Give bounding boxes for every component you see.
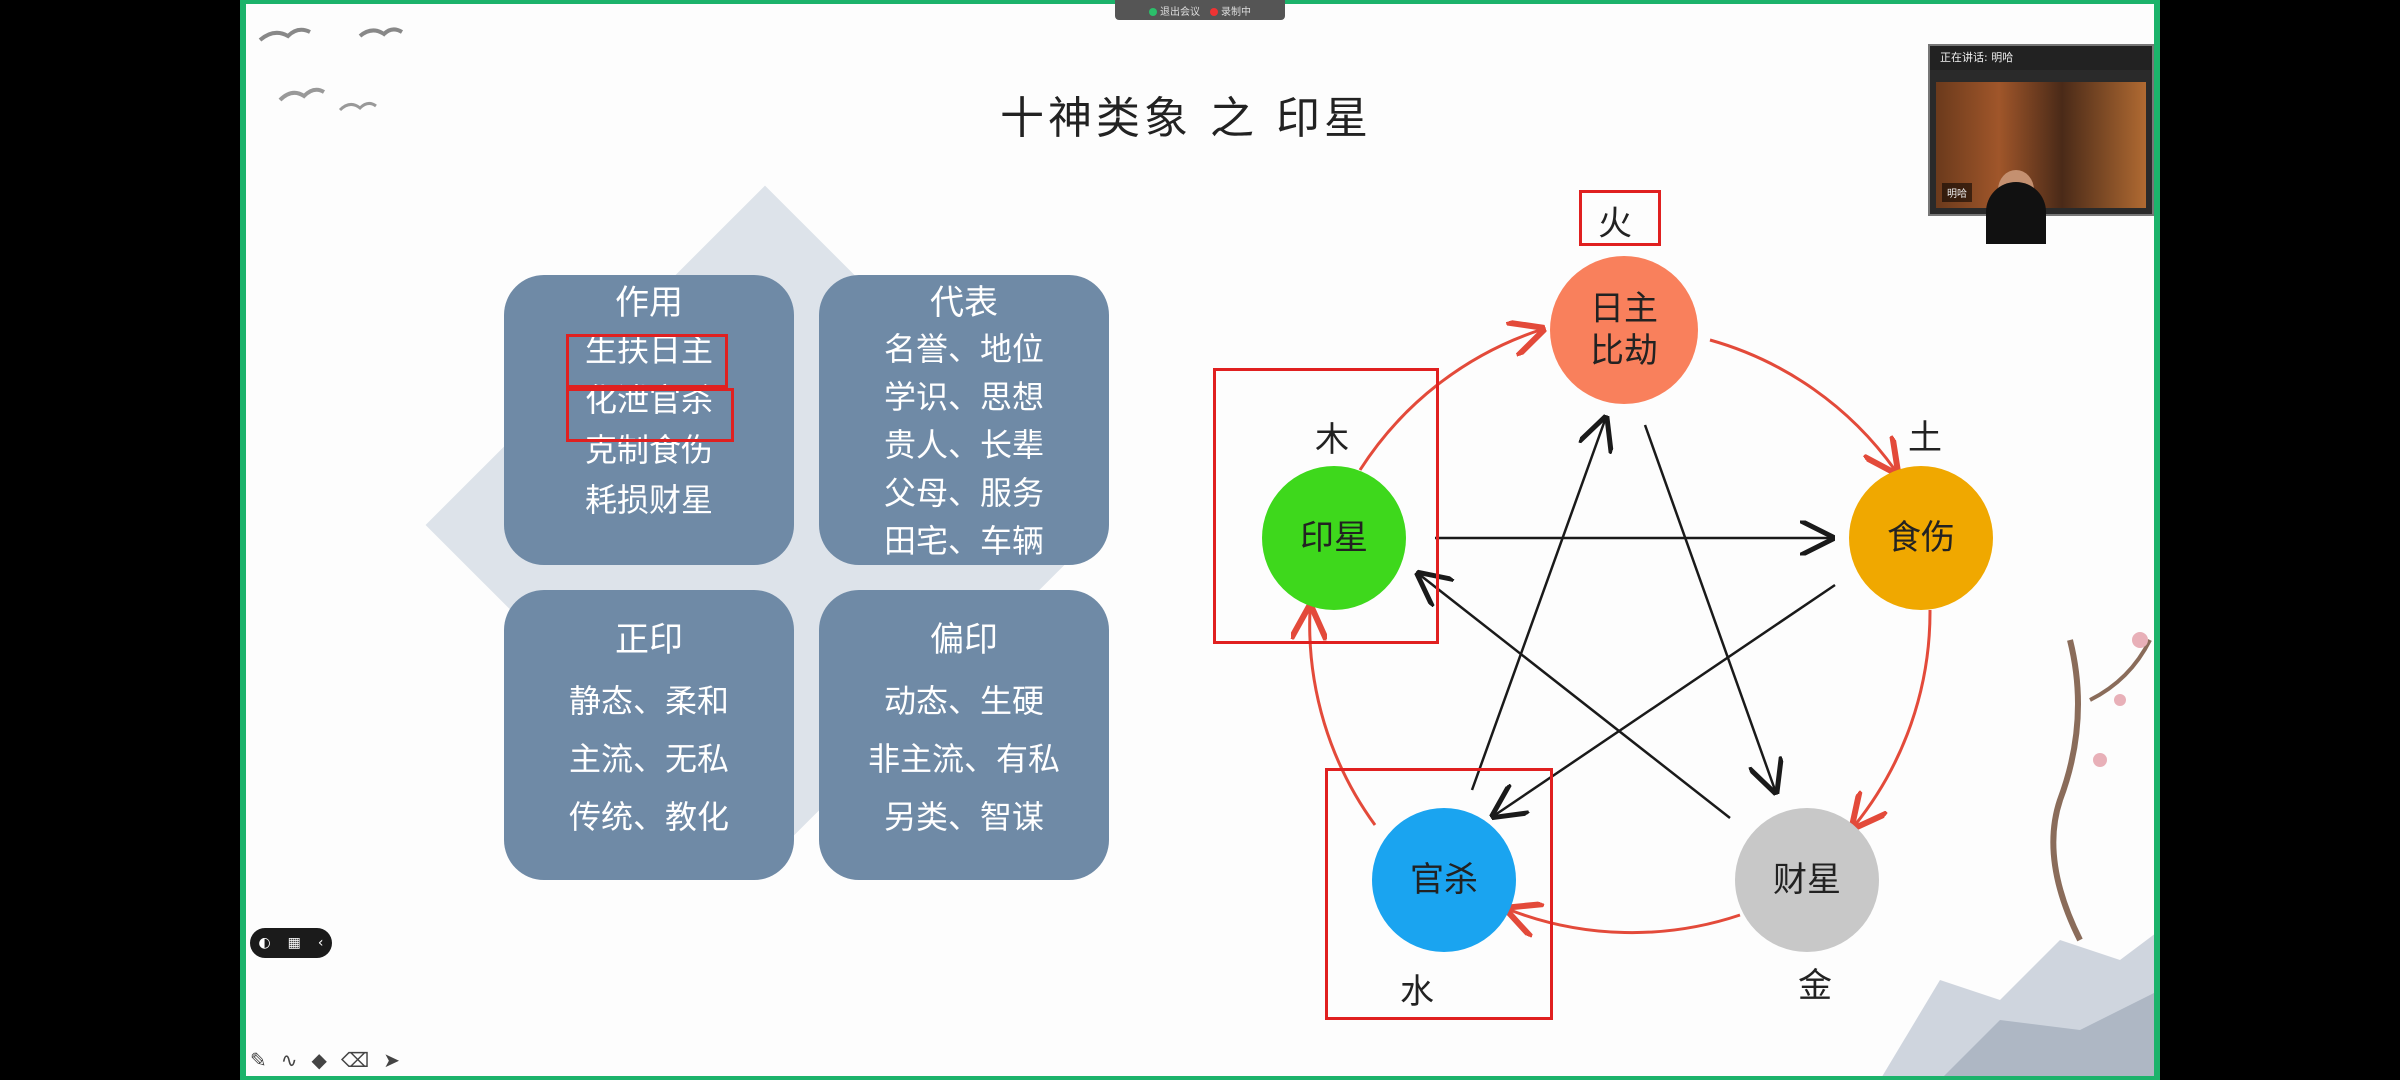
highlight-box-wood [1213, 368, 1439, 644]
quadrant-bottom-right: 偏印 动态、生硬 非主流、有私 另类、智谋 [819, 590, 1109, 880]
highlight-box [566, 388, 734, 442]
highlight-box-fire [1579, 190, 1661, 246]
recording-indicator[interactable]: 录制中 [1210, 3, 1251, 18]
landscape-decoration [1880, 632, 2160, 1080]
webcam-speaking-label: 正在讲话: 明哈 [1930, 46, 2152, 70]
quadrant-line: 父母、服务 [883, 474, 1044, 512]
quadrant-top-right: 代表 名誉、地位 学识、思想 贵人、长辈 父母、服务 田宅、车辆 [819, 275, 1109, 565]
quadrant-line: 耗损财星 [584, 481, 713, 519]
control-arrow [1643, 424, 1775, 790]
quadrant-line: 生扶日主 [584, 331, 713, 369]
quadrant-heading: 代表 [930, 283, 998, 323]
speaker-body [1986, 182, 2046, 244]
collapse-button[interactable]: ‹ [317, 935, 324, 951]
screen-share-border-bottom [240, 1076, 2160, 1080]
element-wood: 木 [1315, 420, 1349, 460]
slide-title: 十神类象 之 印星 [1000, 93, 1372, 144]
annotation-tools: ✎ ∿ ◆ ⌫ ➤ [250, 1048, 400, 1072]
cycle-arrow [1709, 338, 1895, 470]
generation-cycle [1310, 330, 1932, 933]
highlight-box [566, 334, 728, 388]
quadrant-line: 克制食伤 [584, 431, 713, 469]
node-label: 印星 [1300, 518, 1368, 558]
quadrant-heading: 正印 [615, 620, 683, 660]
control-star [1420, 420, 1836, 819]
birds-decoration [258, 27, 404, 112]
node-label: 食伤 [1887, 518, 1955, 558]
quadrant-line: 动态、生硬 [883, 682, 1044, 720]
quadrant-line: 非主流、有私 [867, 740, 1060, 778]
screen-share-border-right [2154, 0, 2160, 1080]
control-arrow [1470, 420, 1605, 791]
quadrant-top-left: 作用 生扶日主 化泄官杀 克制食伤 耗损财星 [504, 275, 794, 565]
quadrant-line: 静态、柔和 [568, 682, 729, 720]
node-yinxing: 印星 [1262, 466, 1406, 610]
shape-icon[interactable]: ◆ [311, 1048, 327, 1072]
recording-label: 录制中 [1221, 6, 1251, 18]
quadrant-line: 名誉、地位 [883, 330, 1044, 368]
node-guansha: 官杀 [1372, 808, 1516, 952]
node-label: 财星 [1773, 860, 1841, 900]
slide-toolbar[interactable]: ◐ ▦ ‹ [250, 928, 332, 958]
quadrant-line: 贵人、长辈 [883, 426, 1044, 464]
pointer-icon[interactable]: ◐ [258, 935, 271, 951]
curve-icon[interactable]: ∿ [280, 1048, 298, 1072]
element-metal: 金 [1798, 966, 1832, 1006]
webcam-video: 明哈 [1936, 82, 2146, 244]
node-shishang: 食伤 [1849, 466, 1993, 610]
highlight-box-water [1325, 768, 1553, 1020]
cycle-arrow [1510, 910, 1741, 933]
control-arrow [1420, 575, 1731, 819]
eraser-icon[interactable]: ⌫ [340, 1048, 370, 1072]
node-label: 日主 [1590, 289, 1658, 329]
slides-icon[interactable]: ▦ [287, 935, 301, 951]
node-rizhu: 日主 比劫 [1550, 256, 1698, 404]
cycle-arrow [1855, 609, 1932, 825]
quadrant-line: 主流、无私 [568, 740, 729, 778]
node-caixing: 财星 [1735, 808, 1879, 952]
pen-icon[interactable]: ✎ [250, 1048, 267, 1072]
recording-bar: 退出会议 录制中 [1115, 0, 1285, 20]
webcam-panel[interactable]: 正在讲话: 明哈 明哈 [1928, 44, 2154, 244]
node-label: 比劫 [1590, 331, 1658, 371]
quadrant-line: 另类、智谋 [883, 798, 1044, 836]
screen-share-border-left [240, 0, 246, 1080]
quadrant-line: 田宅、车辆 [883, 522, 1044, 560]
leave-meeting-label: 退出会议 [1160, 6, 1200, 18]
quadrant-bottom-left: 正印 静态、柔和 主流、无私 传统、教化 [504, 590, 794, 880]
element-fire: 火 [1598, 204, 1632, 244]
cycle-arrow [1310, 610, 1377, 826]
quadrant-heading: 偏印 [930, 620, 998, 660]
quadrant-line: 学识、思想 [883, 378, 1044, 416]
leave-meeting-button[interactable]: 退出会议 [1149, 3, 1200, 18]
node-label: 官杀 [1410, 860, 1478, 900]
record-dot-icon [1210, 7, 1218, 16]
quadrant-heading: 作用 [615, 283, 683, 323]
element-earth: 土 [1908, 418, 1942, 458]
cursor-icon[interactable]: ➤ [383, 1048, 400, 1072]
element-water: 水 [1400, 972, 1434, 1012]
quadrant-line: 传统、教化 [568, 798, 729, 836]
webcam-name-tag: 明哈 [1942, 183, 1972, 202]
status-dot-icon [1149, 7, 1157, 16]
